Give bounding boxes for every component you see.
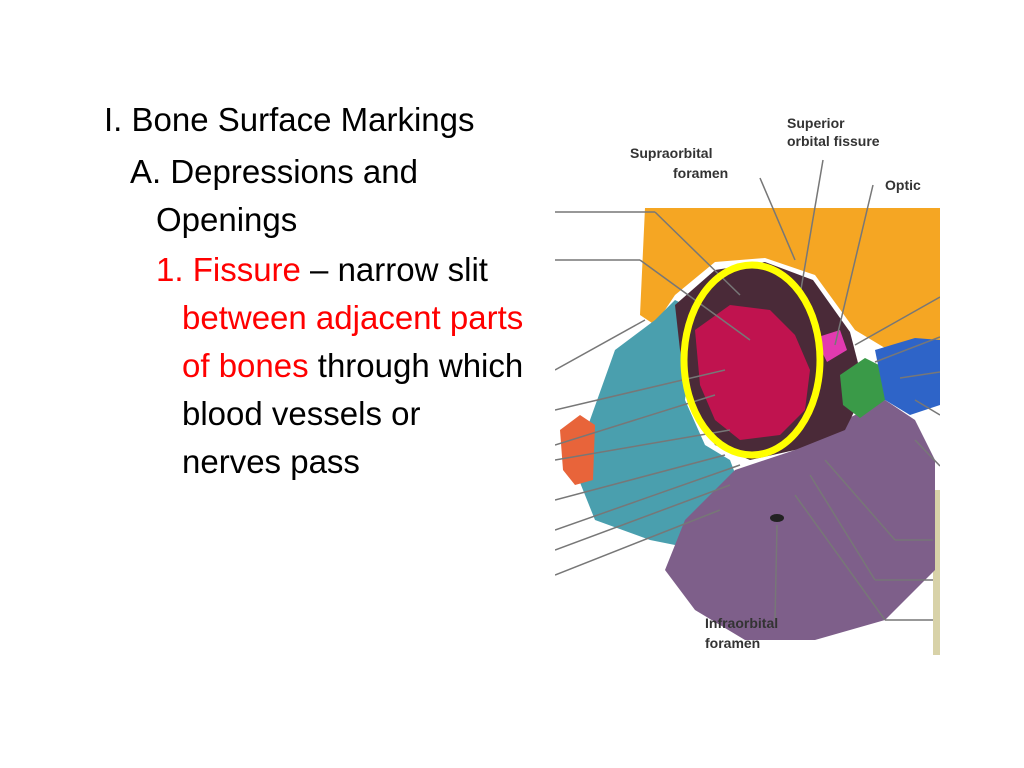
label-infraorbital-2: foramen — [705, 635, 760, 651]
item-red-phrase: between adjacent parts of bones — [182, 299, 524, 384]
item-number: 1. — [156, 251, 184, 288]
orbit-anatomy-figure: Superior orbital fissure Supraorbital fo… — [555, 115, 940, 655]
infraorbital-foramen-dot — [770, 514, 784, 522]
lacrimal-bone — [560, 415, 595, 485]
heading-level-2: A. Depressions and Openings — [130, 153, 418, 238]
heading-level-1: I. Bone Surface Markings — [104, 101, 475, 138]
zygomatic-bone — [665, 400, 935, 640]
item-rest: through which blood vessels or nerves pa… — [182, 347, 524, 480]
label-supraorbital-1: Supraorbital — [630, 145, 712, 161]
orbital-plate — [695, 305, 810, 440]
fissure-definition: 1. Fissure – narrow slit between adjacen… — [156, 246, 524, 486]
leader-lines — [555, 159, 940, 621]
item-dash: – narrow slit — [300, 251, 488, 288]
label-supraorbital-2: foramen — [673, 165, 728, 181]
label-infraorbital-1: Infraorbital — [705, 615, 778, 631]
bracket-bar — [933, 490, 940, 655]
label-superior-2: orbital fissure — [787, 133, 880, 149]
label-superior-1: Superior — [787, 115, 845, 131]
slide-text: I. Bone Surface Markings A. Depressions … — [104, 96, 524, 486]
item-term: Fissure — [192, 251, 301, 288]
fissure-highlight-circle — [680, 261, 824, 459]
label-optic: Optic — [885, 177, 921, 193]
sphenoid-bone — [840, 358, 885, 418]
frontal-bone — [640, 208, 940, 350]
